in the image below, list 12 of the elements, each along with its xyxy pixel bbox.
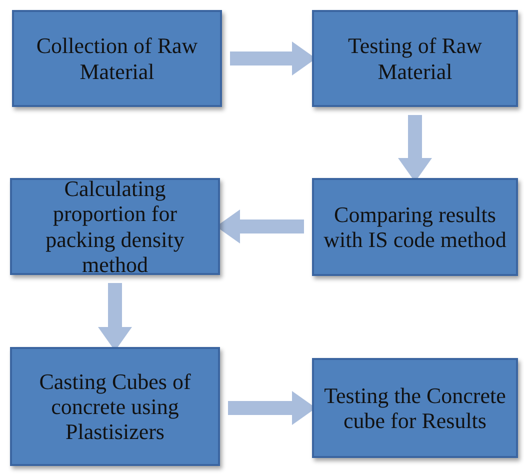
step-text: Testing the Concrete cube for Results: [323, 382, 507, 434]
process-box: [10, 347, 220, 466]
process-box: [312, 358, 518, 458]
process-box: [312, 178, 518, 276]
process-box: [10, 178, 220, 275]
step-text: Calculating proportion for packing density method: [44, 176, 186, 278]
process-box: [312, 10, 518, 107]
step-text: Comparing results with IS code method: [322, 202, 508, 252]
step-text: Collection of Raw Material: [35, 33, 199, 84]
step-text: Casting Cubes of concrete using Plastisizers: [38, 368, 192, 444]
step-text: Testing of Raw Material: [346, 33, 484, 84]
process-box: [12, 10, 222, 107]
